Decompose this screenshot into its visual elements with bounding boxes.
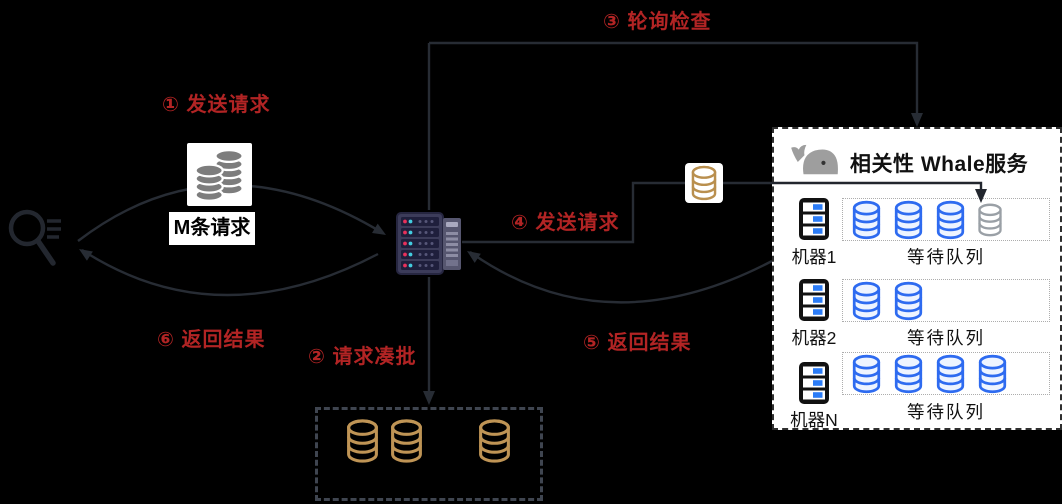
coin-stack-icon xyxy=(187,143,252,206)
step-4-send-request-label: ④ 发送请求 xyxy=(511,212,620,234)
database-icon xyxy=(344,418,381,464)
step-6-return-result-label: ⑥ 返回结果 xyxy=(157,329,266,351)
queued-database-icon xyxy=(892,281,925,321)
search-icon xyxy=(8,209,61,266)
machine-1-label: 机器1 xyxy=(791,247,837,267)
machine-2-label: 机器2 xyxy=(791,328,837,348)
arrow-path-return-result-6 xyxy=(81,248,379,297)
transfer-database-icon xyxy=(685,163,723,203)
wait-queue-label-2: 等待队列 xyxy=(907,328,985,348)
whale-service-panel: 相关性 Whale服务 机器1 等待队列 机器2 等待队列 机器N 等待队列 xyxy=(772,127,1062,430)
arrow-path-return-result-5 xyxy=(469,251,773,304)
queued-database-icon xyxy=(850,354,883,394)
machine-rack-icon xyxy=(798,361,830,405)
wait-queue-label-1: 等待队列 xyxy=(907,247,985,267)
queued-database-icon xyxy=(850,281,883,321)
queued-database-icon xyxy=(934,354,967,394)
machine-n-label: 机器N xyxy=(790,410,838,430)
wait-queue-label-n: 等待队列 xyxy=(907,402,985,422)
incoming-database-icon xyxy=(976,201,1004,239)
queued-database-icon xyxy=(850,200,883,240)
queued-database-icon xyxy=(892,200,925,240)
server-icon xyxy=(396,210,462,277)
m-requests-label: M条请求 xyxy=(169,212,255,245)
step-3-poll-check-label: ③ 轮询检查 xyxy=(603,11,712,33)
machine-rack-icon xyxy=(798,197,830,241)
database-icon xyxy=(476,418,513,464)
step-1-send-request-label: ① 发送请求 xyxy=(162,94,271,116)
whale-service-title: 相关性 Whale服务 xyxy=(850,153,1029,176)
arrow-path-poll-3 xyxy=(429,41,919,121)
wait-queue-box-1 xyxy=(842,198,1050,241)
queued-database-icon xyxy=(976,354,1009,394)
queued-database-icon xyxy=(934,200,967,240)
machine-rack-icon xyxy=(798,278,830,322)
queued-database-icon xyxy=(892,354,925,394)
whale-icon xyxy=(788,142,838,180)
step-2-batch-requests-label: ② 请求凑批 xyxy=(308,346,417,368)
database-icon xyxy=(388,418,425,464)
step-5-return-result-label: ⑤ 返回结果 xyxy=(583,332,692,354)
batch-queue-box xyxy=(315,407,543,501)
wait-queue-box-2 xyxy=(842,279,1050,322)
wait-queue-box-n xyxy=(842,352,1050,395)
